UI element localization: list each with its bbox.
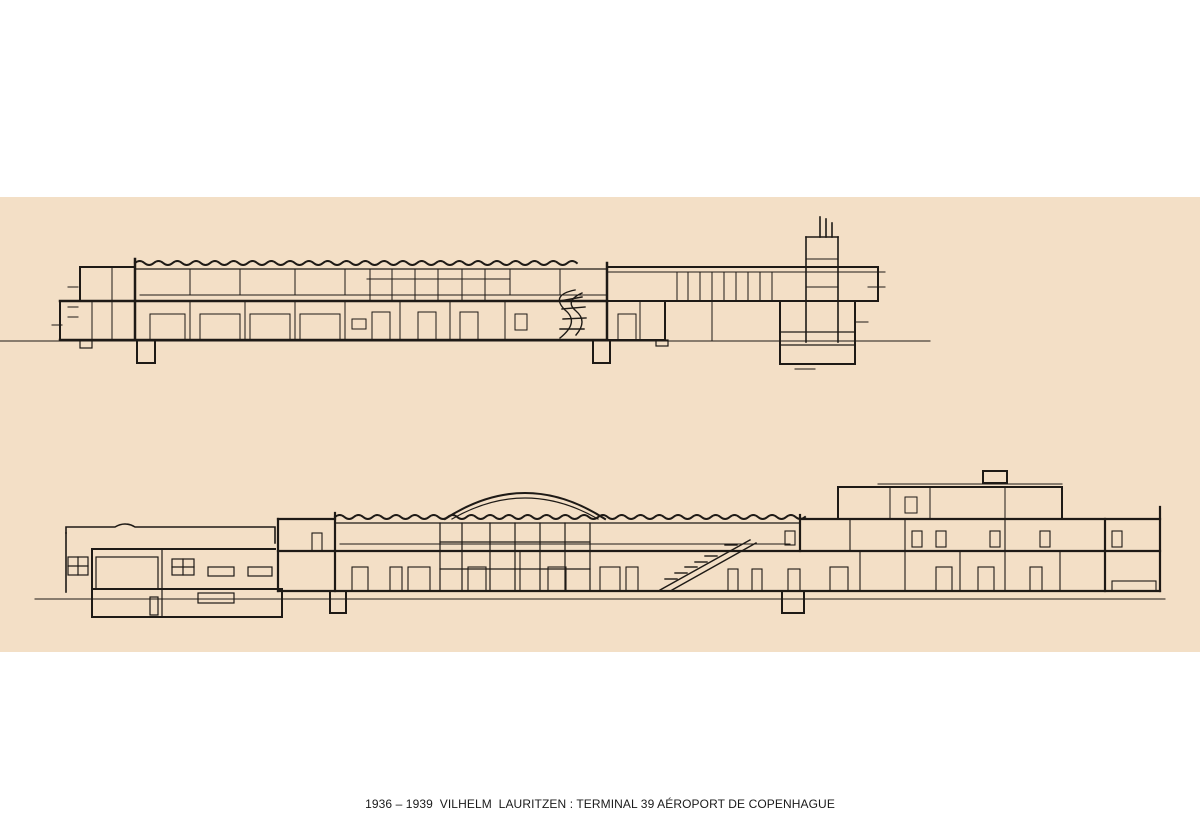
figure-caption: 1936 – 1939 VILHELM LAURITZEN : TERMINAL…: [365, 797, 835, 811]
drawing-plate: [0, 197, 1200, 652]
architectural-sections: [0, 216, 1166, 618]
upper-section-drawing: [0, 216, 931, 370]
lower-section-drawing: [34, 470, 1166, 618]
